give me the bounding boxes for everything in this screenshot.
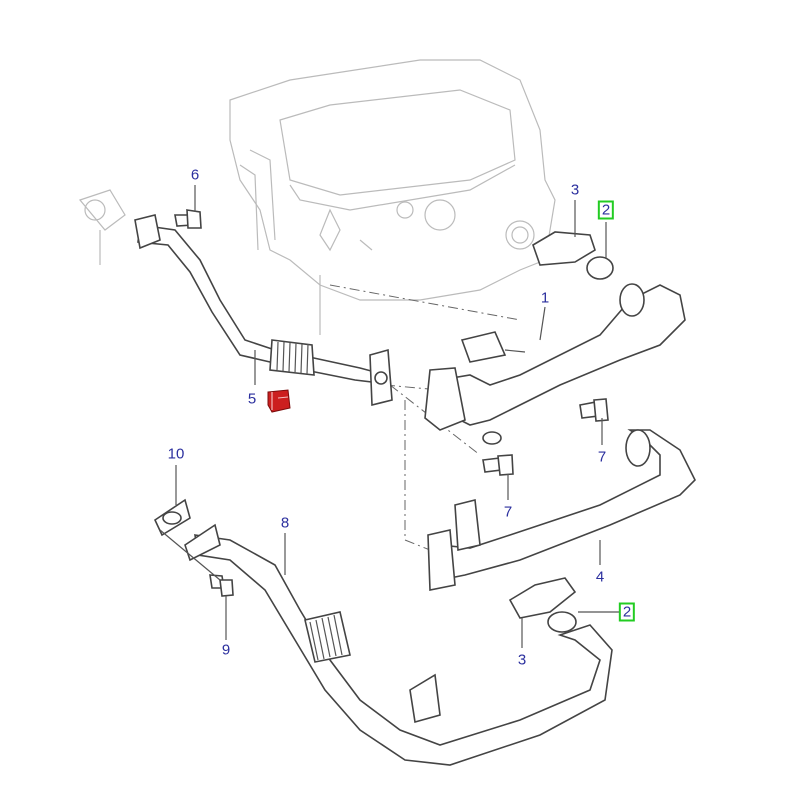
part-1-egr-cooler[interactable] — [424, 283, 686, 445]
leader-line — [389, 384, 481, 456]
callout-8[interactable]: 8 — [280, 514, 290, 532]
part-2-gasket[interactable] — [547, 611, 577, 633]
callout-10[interactable]: 10 — [167, 445, 185, 463]
callout-9[interactable]: 9 — [221, 641, 231, 659]
callout-3[interactable]: 3 — [570, 181, 580, 199]
callout-2-highlighted[interactable]: 2 — [618, 602, 636, 622]
callout-7[interactable]: 7 — [503, 503, 513, 521]
callout-5[interactable]: 5 — [247, 390, 257, 408]
part-5-pipe[interactable] — [134, 214, 393, 407]
callout-4[interactable]: 4 — [595, 568, 605, 586]
callout-2-highlighted[interactable]: 2 — [597, 200, 615, 220]
leader-line — [329, 284, 521, 321]
engine-block-outline — [78, 59, 556, 335]
part-3-clamp[interactable] — [508, 577, 577, 619]
callout-lines — [175, 185, 620, 648]
leader-line — [404, 400, 431, 551]
part-3-clamp[interactable] — [532, 231, 596, 266]
callout-3[interactable]: 3 — [517, 651, 527, 669]
part-4-pipe[interactable] — [427, 429, 696, 591]
callout-1[interactable]: 1 — [540, 289, 550, 307]
part-9-bolt[interactable] — [159, 529, 234, 597]
part-7-bolt[interactable] — [579, 398, 609, 422]
part-8-pipe[interactable] — [184, 523, 613, 766]
callout-7[interactable]: 7 — [597, 448, 607, 466]
part-7-bolt[interactable] — [482, 454, 514, 476]
part-2-gasket[interactable] — [586, 256, 614, 280]
callout-6[interactable]: 6 — [190, 166, 200, 184]
part-10-gasket[interactable] — [153, 498, 191, 537]
part-6-bolt[interactable] — [174, 209, 202, 229]
